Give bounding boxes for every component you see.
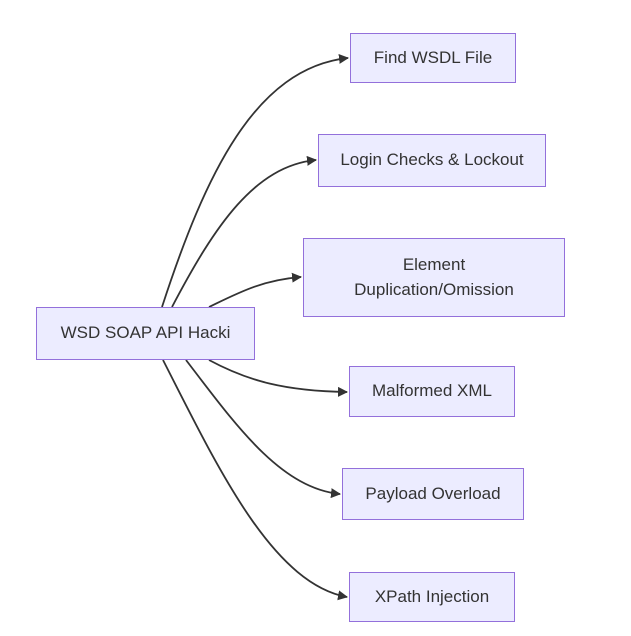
node-payload-overload: Payload Overload — [342, 468, 524, 520]
edge-root-to-login-checks — [171, 155, 317, 308]
node-label: Find WSDL File — [373, 47, 493, 67]
node-malformed-xml: Malformed XML — [349, 366, 515, 417]
edge-root-to-malformed-xml — [208, 359, 348, 397]
node-label: Payload Overload — [365, 483, 501, 503]
node-login-checks-lockout: Login Checks & Lockout — [318, 134, 546, 187]
edge-root-to-payload-overload — [185, 359, 341, 499]
edge-root-to-find-wsdl-file — [161, 54, 349, 308]
node-label: Malformed XML — [372, 381, 492, 401]
node-label: Element Duplication/Omission — [354, 254, 514, 299]
node-root: WSD SOAP API Hacki — [36, 307, 255, 360]
node-xpath-injection: XPath Injection — [349, 572, 515, 622]
edge-root-to-element-duplication — [208, 272, 302, 308]
node-element-duplication-omission: Element Duplication/Omission — [303, 238, 565, 317]
node-label: XPath Injection — [374, 586, 490, 606]
node-find-wsdl-file: Find WSDL File — [350, 33, 516, 83]
node-root-label: WSD SOAP API Hacki — [60, 323, 231, 343]
edge-root-to-xpath-injection — [162, 359, 348, 601]
node-label: Login Checks & Lockout — [340, 150, 524, 170]
